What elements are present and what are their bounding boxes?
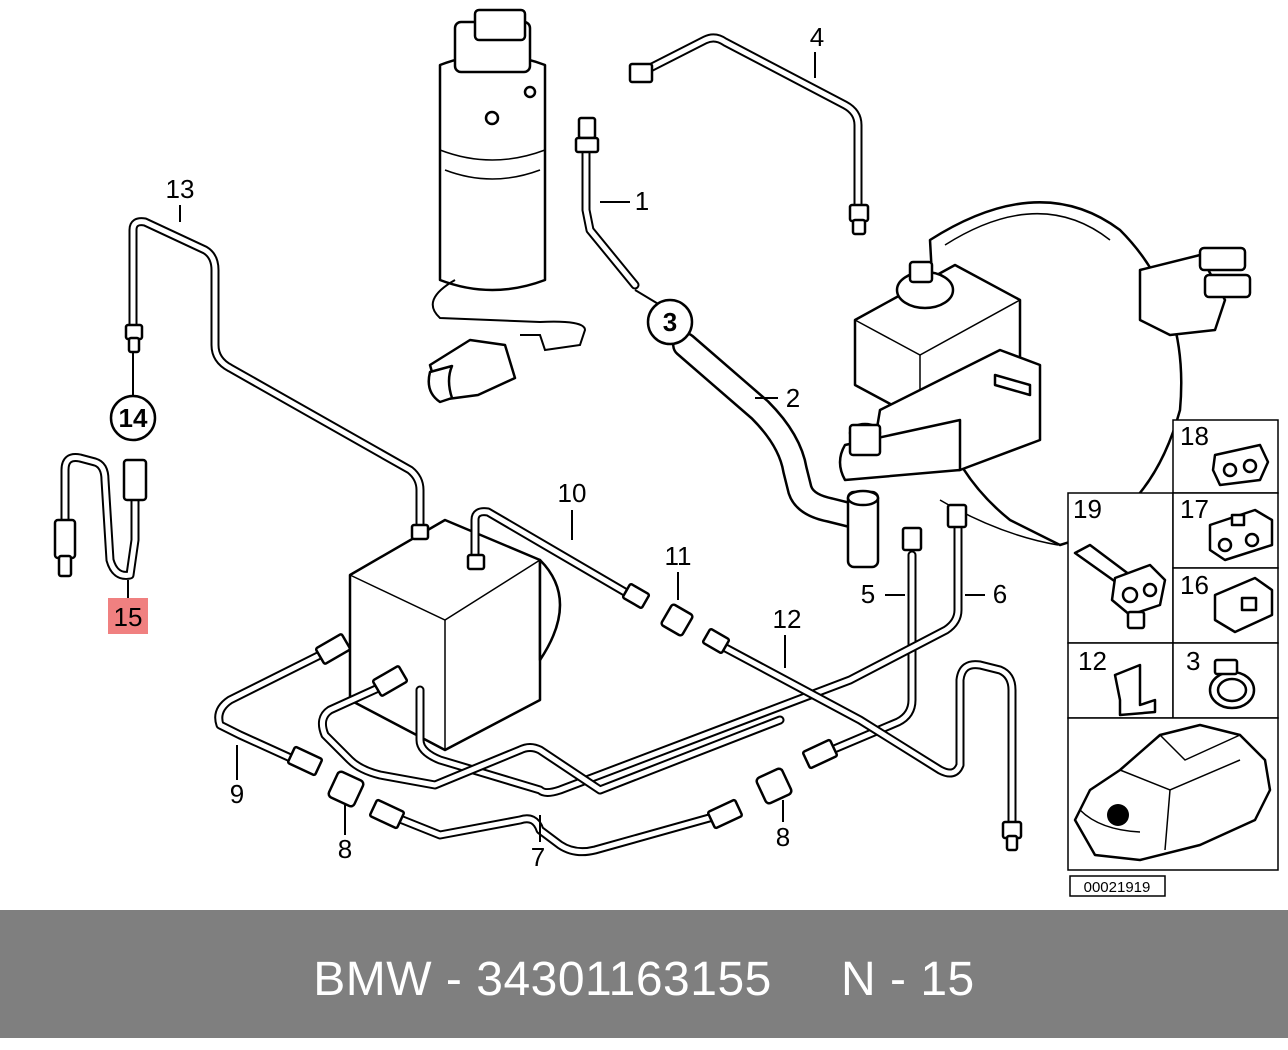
label-9: 9: [230, 779, 244, 809]
label-14: 14: [119, 403, 148, 433]
label-5: 5: [861, 579, 875, 609]
part-number-caption: BMW - 34301163155 N - 15: [313, 953, 975, 1006]
label-12: 12: [773, 604, 802, 634]
highlight-15: [108, 598, 148, 634]
label-11: 11: [665, 541, 692, 571]
label-8-left: 8: [338, 834, 352, 864]
inset-label-12: 12: [1078, 646, 1107, 676]
inset-label-19: 19: [1073, 494, 1102, 524]
inset-label-3: 3: [1186, 646, 1200, 676]
label-1: 1: [635, 186, 649, 216]
diagram-id: 00021919: [1084, 879, 1151, 896]
label-2: 2: [786, 383, 800, 413]
callout-lines: [127, 52, 985, 842]
label-6: 6: [993, 579, 1007, 609]
callout-circle-14: [109, 394, 157, 442]
parts-diagram: 13 1 4 3 2 10 11 12 5 6 9 8 7 8 14 15: [53, 8, 1279, 897]
master-cylinder: [838, 260, 1042, 482]
label-15: 15: [114, 602, 143, 632]
hose-2: [672, 332, 880, 569]
label-4: 4: [810, 22, 824, 52]
inset-panel: 18 19 17 16 12 3: [1067, 419, 1279, 871]
inset-label-17: 17: [1180, 494, 1209, 524]
footer-bar: BMW - 34301163155 N - 15: [0, 910, 1288, 1038]
brake-lines: [60, 33, 1017, 857]
fittings: [53, 62, 1023, 852]
diagram-id-box: [1069, 875, 1166, 897]
label-13: 13: [166, 174, 195, 204]
abs-hydraulic-unit: [348, 518, 562, 752]
label-7: 7: [531, 842, 545, 872]
label-10: 10: [558, 478, 587, 508]
inset-label-18: 18: [1180, 421, 1209, 451]
hydraulic-accumulator: [427, 8, 587, 404]
inset-label-16: 16: [1180, 570, 1209, 600]
label-3: 3: [663, 307, 677, 337]
label-8-right: 8: [776, 822, 790, 852]
callout-circle-3: [646, 298, 694, 346]
